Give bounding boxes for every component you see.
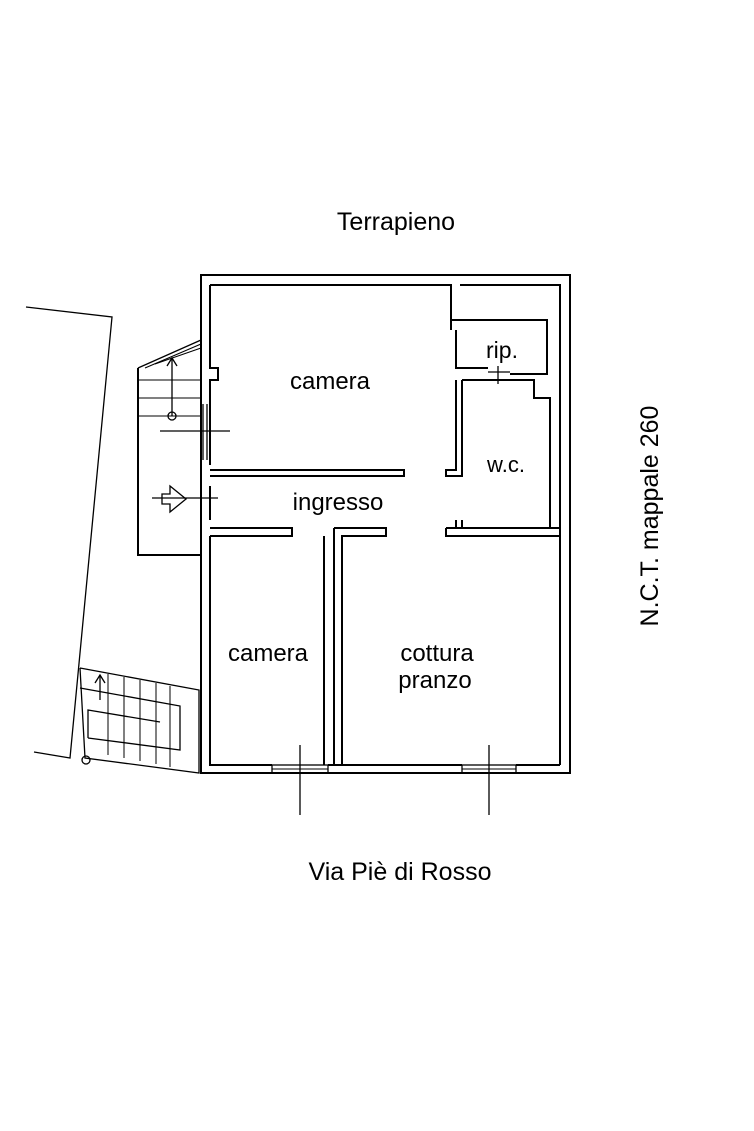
label-room-camera-bottom: camera	[228, 640, 309, 667]
label-room-wc: w.c.	[486, 452, 525, 477]
left-boundary	[25, 306, 113, 759]
ingresso-walls	[209, 486, 561, 766]
label-via-pie-di-rosso: Via Piè di Rosso	[309, 858, 492, 886]
lower-staircase	[79, 667, 200, 774]
room-camera-bottom-walls	[209, 536, 560, 766]
label-room-rip: rip.	[486, 337, 518, 363]
label-room-ingresso: ingresso	[293, 489, 384, 516]
label-terrapieno: Terrapieno	[337, 208, 455, 236]
label-nct-mappale: N.C.T. mappale 260	[636, 406, 664, 627]
label-room-pranzo: pranzo	[398, 667, 471, 694]
room-camera-top-walls	[209, 285, 452, 477]
left-openings	[152, 404, 230, 499]
label-room-cottura: cottura	[400, 640, 474, 667]
upper-staircase	[137, 339, 202, 556]
entrance-arrow-icon	[161, 484, 188, 514]
windows-bottom	[271, 745, 517, 815]
label-room-camera-top: camera	[290, 368, 371, 395]
